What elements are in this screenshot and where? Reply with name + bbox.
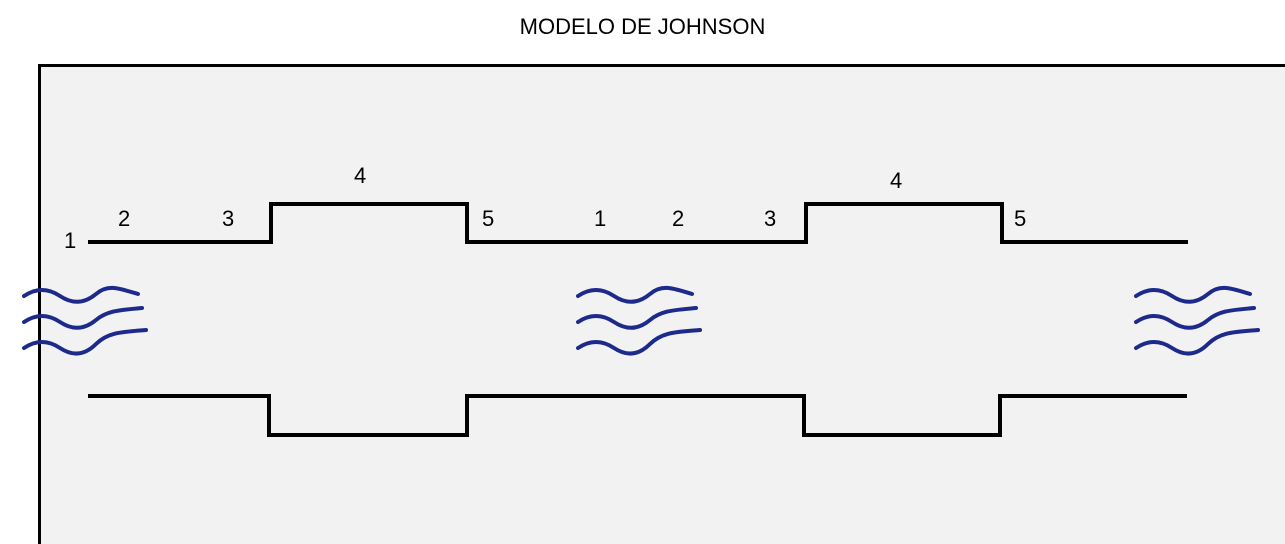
diagram-frame xyxy=(38,64,1285,544)
segment-label-4: 4 xyxy=(354,163,366,188)
wave-icon xyxy=(576,286,702,356)
lower-pipe-line xyxy=(88,394,1187,437)
segment-label-1: 1 xyxy=(64,228,76,253)
segment-label-1b: 1 xyxy=(594,206,606,231)
upper-pipe-line xyxy=(88,202,1188,244)
segment-label-4b: 4 xyxy=(890,168,902,193)
wave-icon xyxy=(22,286,148,356)
segment-label-2: 2 xyxy=(118,206,130,231)
segment-label-2b: 2 xyxy=(672,206,684,231)
diagram-title: MODELO DE JOHNSON xyxy=(519,14,766,39)
segment-label-5: 5 xyxy=(482,206,494,231)
segment-label-3: 3 xyxy=(222,206,234,231)
segment-label-5b: 5 xyxy=(1014,206,1026,231)
segment-label-3b: 3 xyxy=(764,206,776,231)
wave-icon xyxy=(1134,286,1260,356)
